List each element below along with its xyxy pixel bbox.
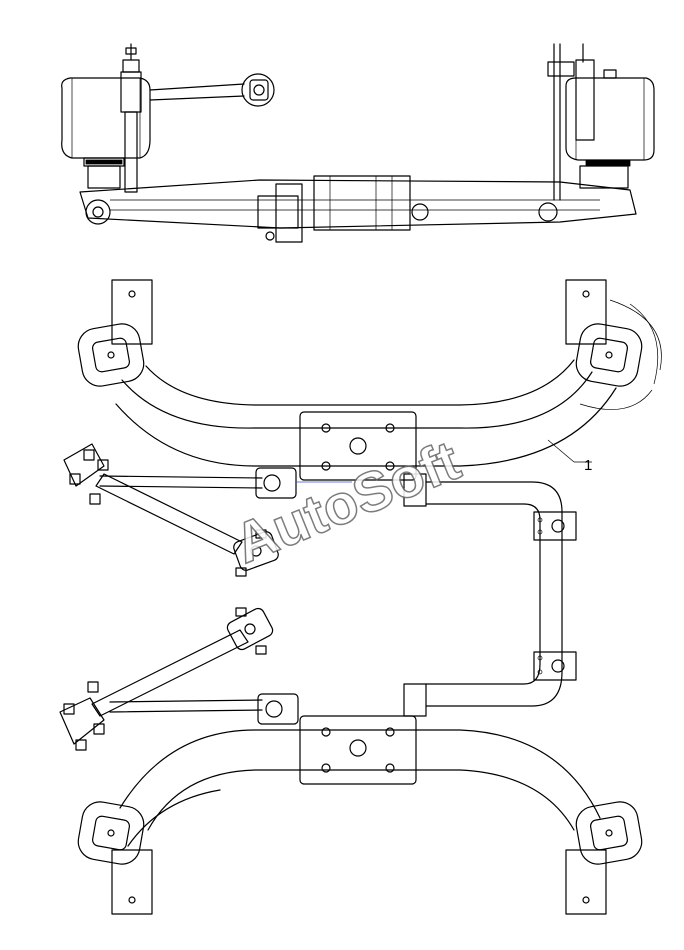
upper-center-joint [255,467,427,507]
upper-axle [77,279,662,481]
upper-trailing-rod [63,443,279,577]
watermark: AutoSoft [225,428,468,575]
left-shock-absorber [120,43,142,193]
callout-1: 1 [547,439,592,474]
left-spring-seat-upper [77,323,145,387]
plan-view: 1 [59,279,662,915]
left-spring-seat-lower [77,801,145,865]
right-air-spring [565,77,655,189]
lower-center-joint [257,683,427,725]
right-shock-absorber [547,43,617,201]
center-bracket [257,175,411,243]
lower-axle [77,715,643,915]
left-air-spring [61,77,151,189]
axle-beam [79,179,637,229]
right-spring-seat-upper [575,299,662,410]
side-elevation-view [61,43,655,243]
left-upper-link [149,73,275,107]
lower-trailing-rod [59,607,274,751]
right-spring-seat-lower [575,801,643,865]
stabilizer-bar [425,481,577,707]
callout-label: 1 [584,457,592,474]
